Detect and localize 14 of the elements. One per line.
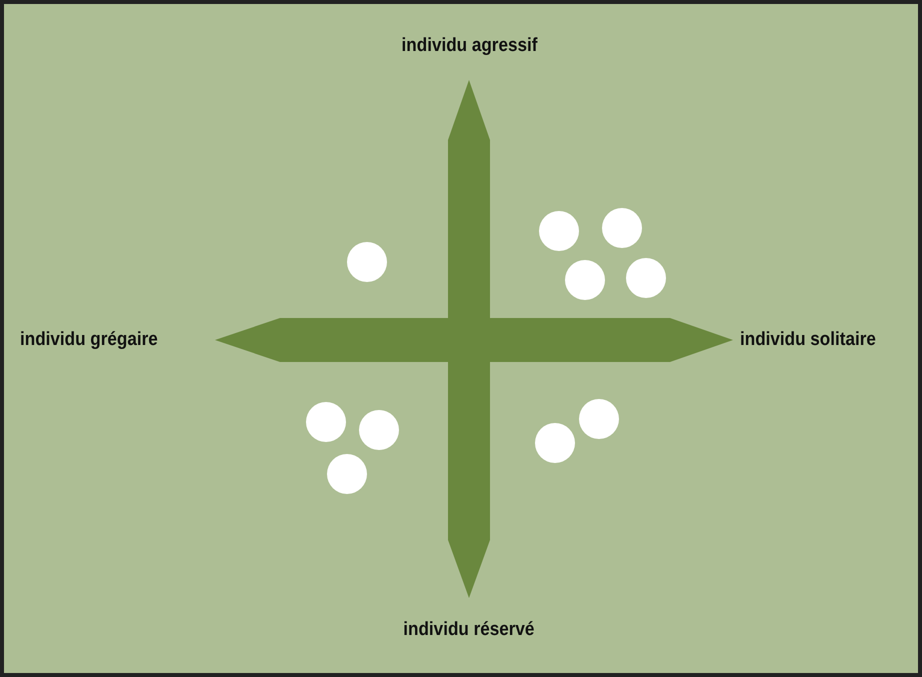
dot [565,260,605,300]
dot [626,258,666,298]
dot [602,208,642,248]
dot [539,211,579,251]
axis-label: individu réservé [403,619,534,641]
dot [347,242,387,282]
dot [579,399,619,439]
dot [535,423,575,463]
axis-label: individu solitaire [740,329,876,351]
axis-label: individu grégaire [20,329,158,351]
dot [306,402,346,442]
dot [327,454,367,494]
axis-label: individu agressif [401,35,537,57]
dot [359,410,399,450]
